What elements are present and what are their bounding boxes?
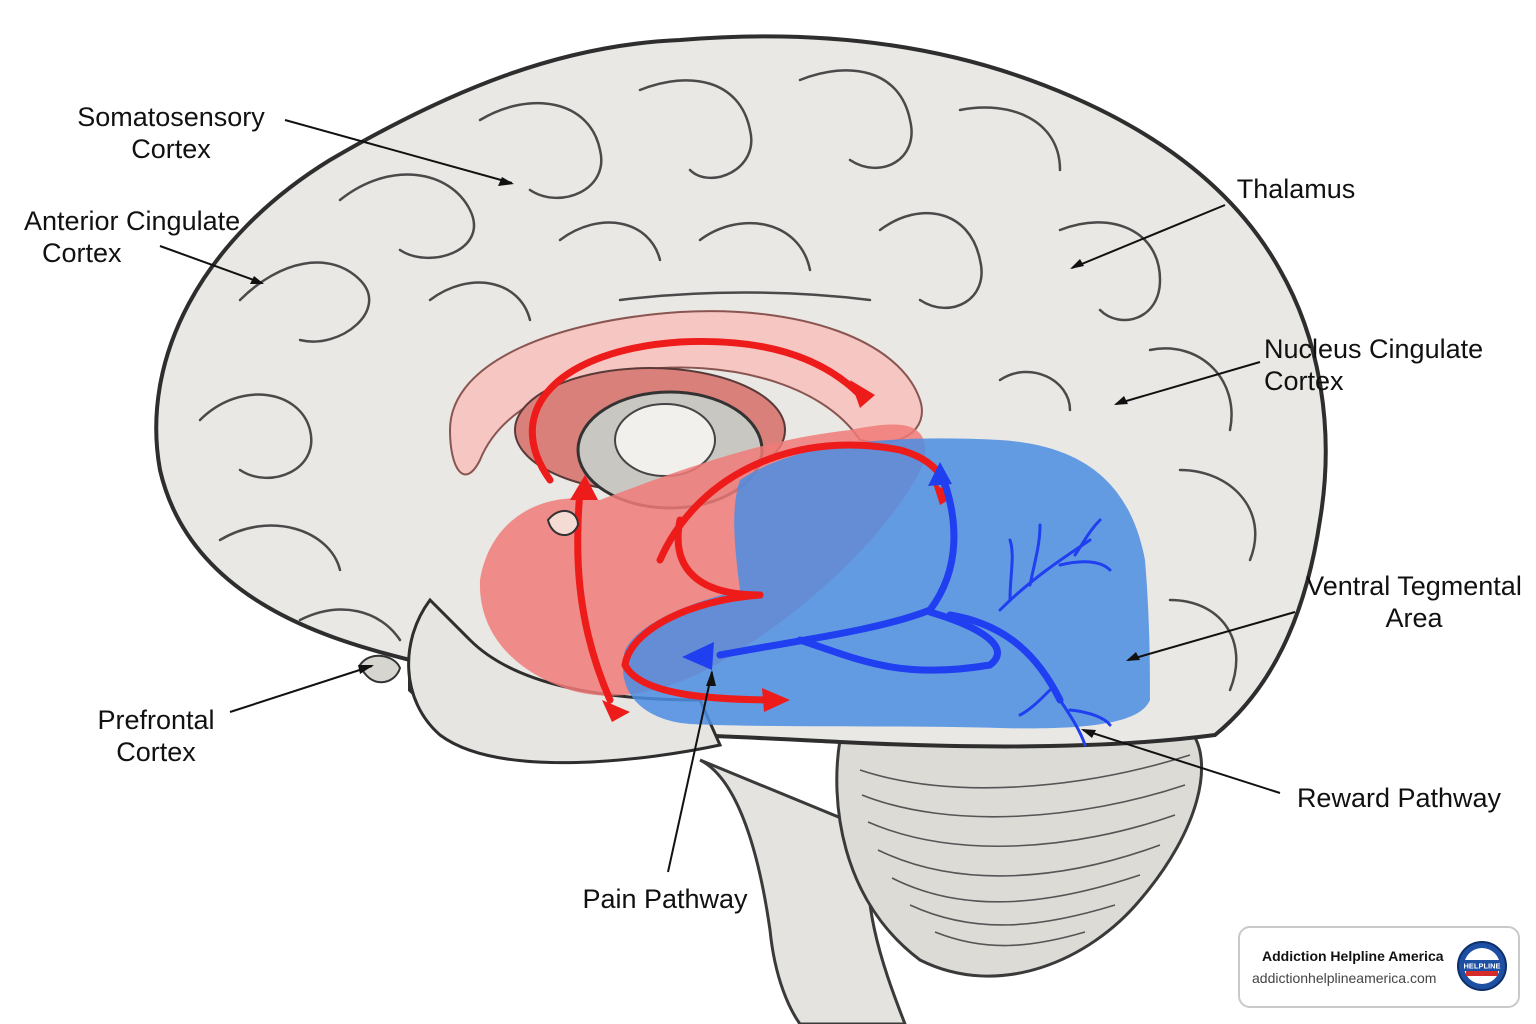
gyri: [198, 69, 1257, 692]
reward-branches: [998, 518, 1112, 747]
reward-pathway-arrows: [716, 466, 1064, 704]
pituitary: [358, 654, 402, 684]
label-reward-pathway: Reward Pathway: [1296, 783, 1502, 813]
label-ventral-tegmental-area: Ventral Tegmental Area: [1306, 571, 1522, 633]
helpline-badge-icon: HELPLINE: [1457, 941, 1507, 991]
label-pain-pathway: Pain Pathway: [582, 884, 748, 914]
svg-text:HELPLINE: HELPLINE: [1463, 962, 1500, 971]
label-anterior-cingulate-cortex: Anterior Cingulate Cortex: [24, 206, 241, 268]
pain-pathway-arrows: [528, 337, 949, 704]
brand-card[interactable]: Addiction Helpline America addictionhelp…: [1238, 926, 1520, 1008]
reward-region: [622, 438, 1150, 729]
brand-name: Addiction Helpline America: [1262, 948, 1444, 964]
leader-lines: [159, 119, 1296, 873]
reward-arrowheads: [682, 462, 952, 670]
label-somatosensory-cortex: Somatosensory Cortex: [77, 102, 265, 164]
label-prefrontal-cortex: Prefrontal Cortex: [97, 705, 215, 767]
label-thalamus: Thalamus: [1236, 174, 1356, 204]
label-nucleus-cingulate-cortex: Nucleus Cingulate Cortex: [1264, 334, 1484, 396]
brand-url[interactable]: addictionhelplineamerica.com: [1252, 970, 1437, 986]
cerebellum: [835, 728, 1203, 978]
